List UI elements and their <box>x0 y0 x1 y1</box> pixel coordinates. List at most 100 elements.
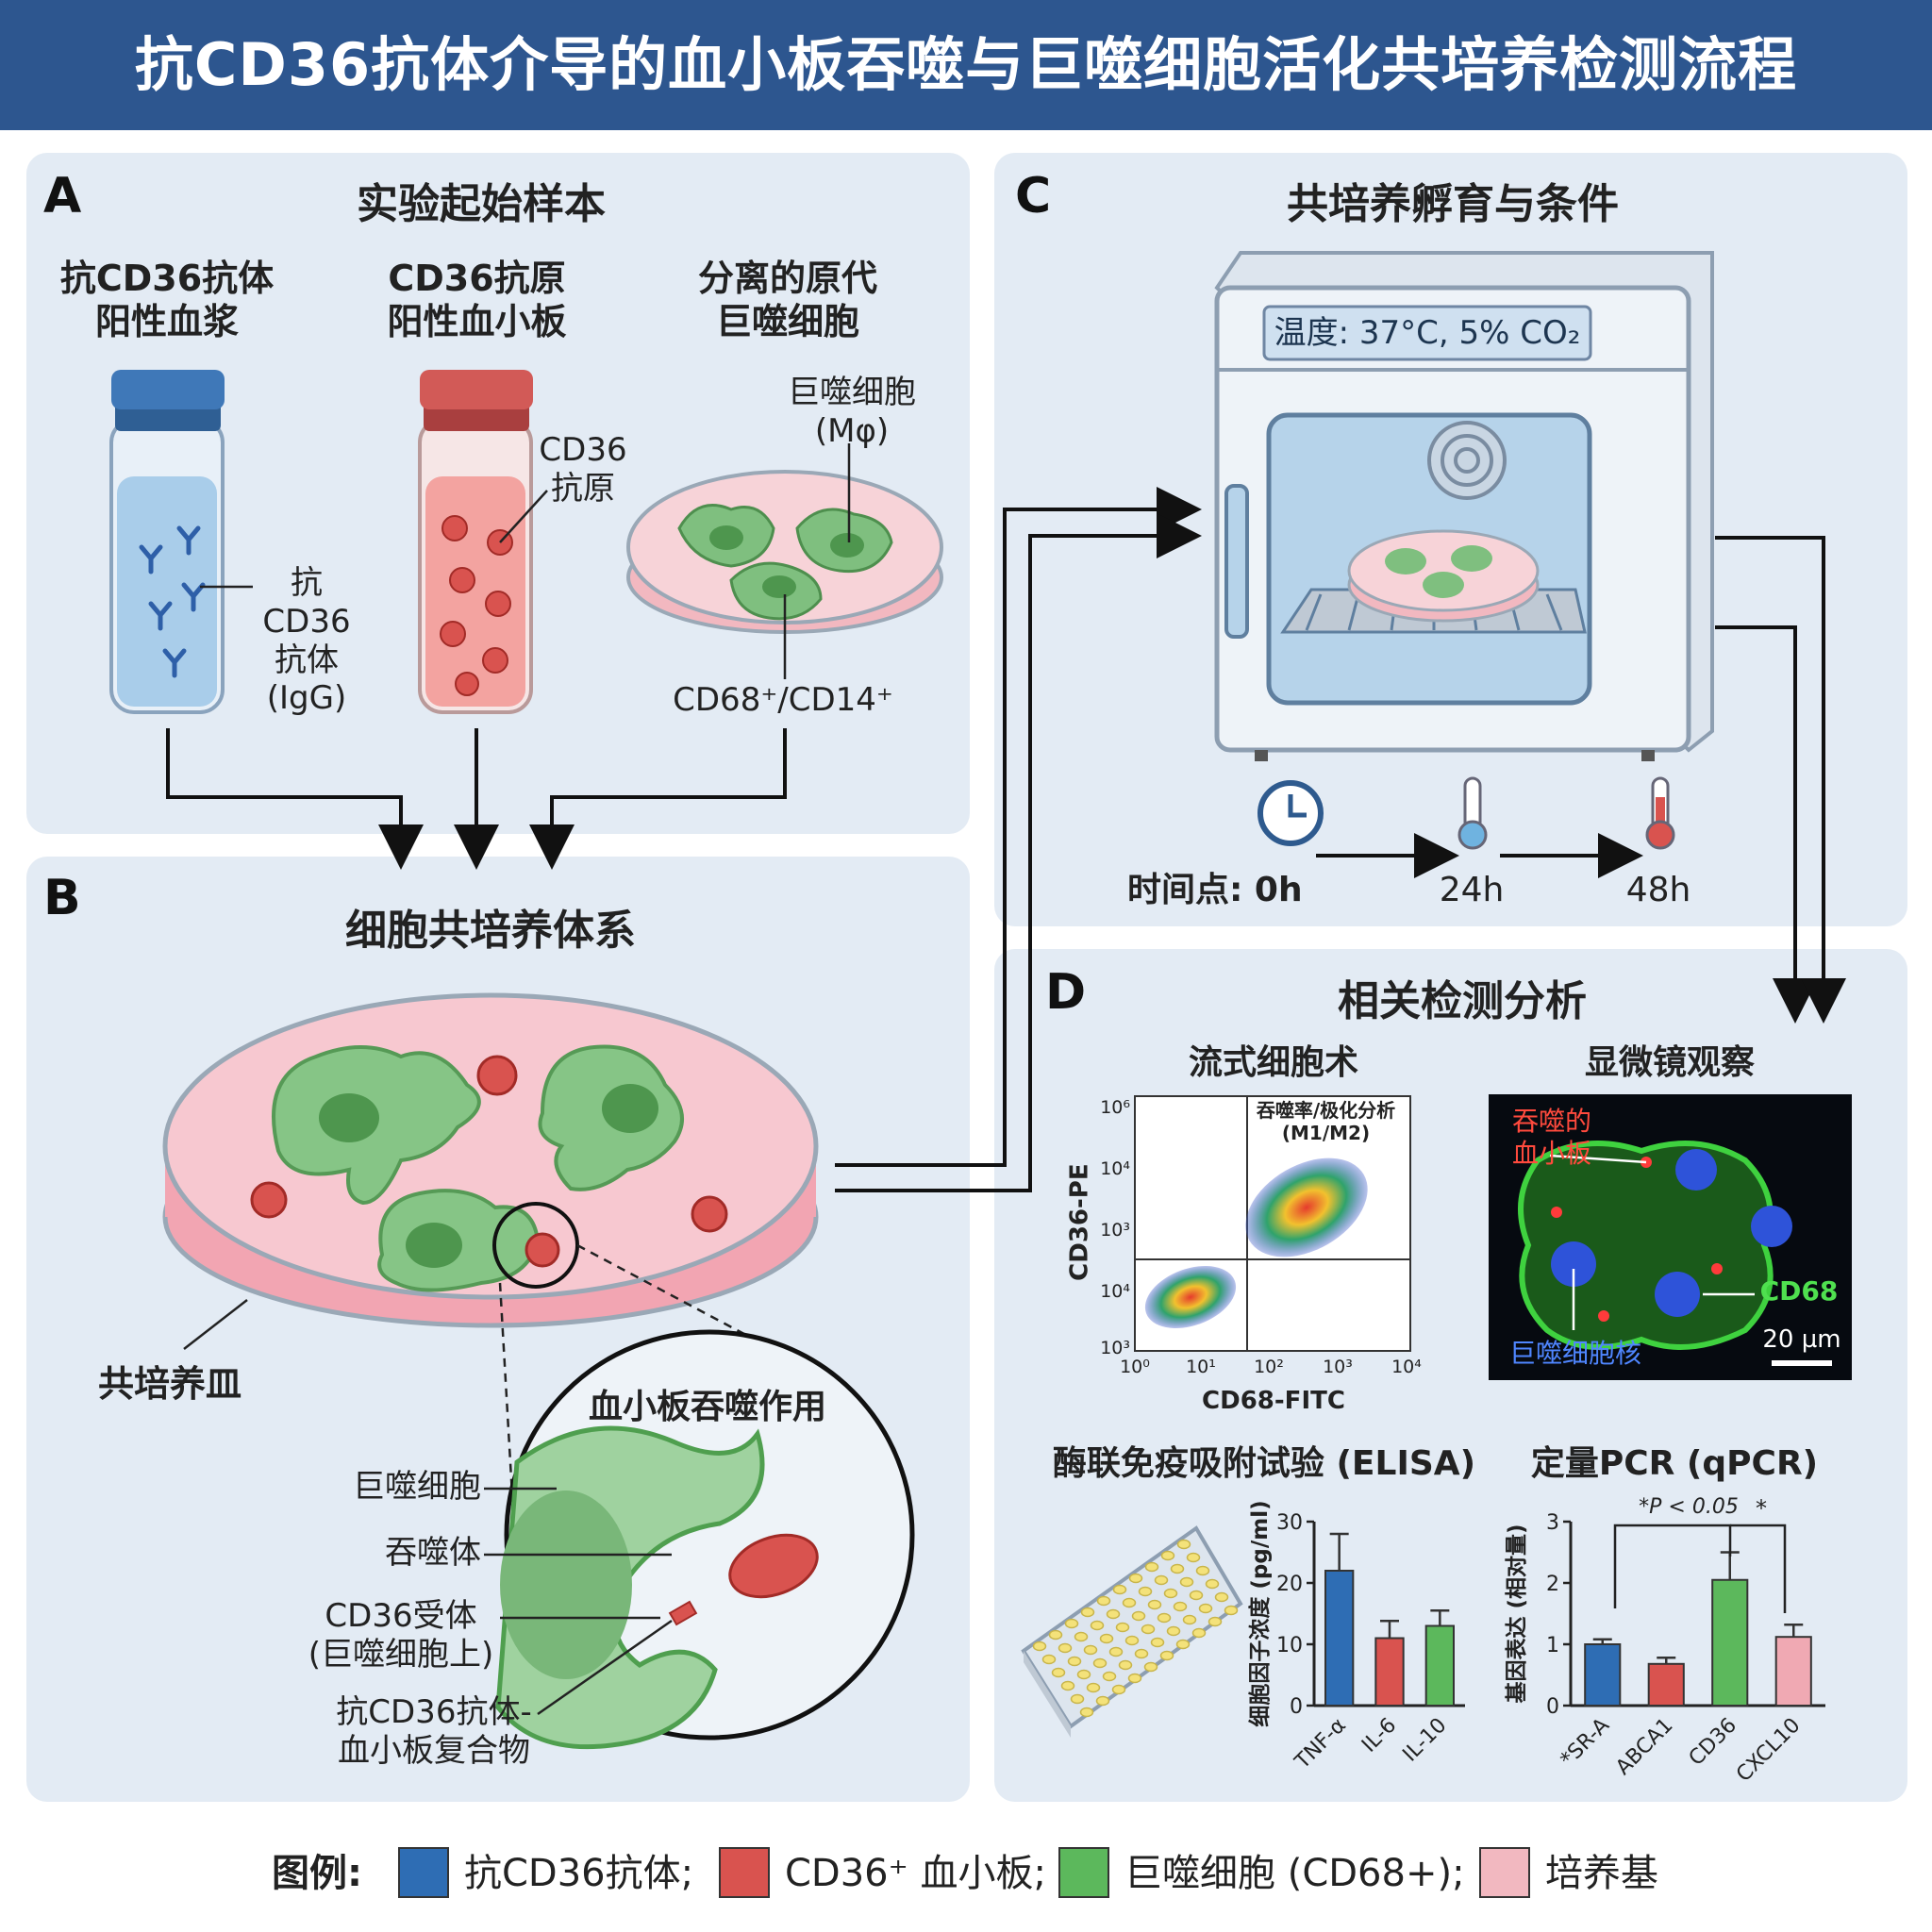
flow-ytick: 10⁶ <box>1100 1097 1130 1118</box>
antibody-anno2: 抗体 <box>275 641 339 679</box>
flow-xlabel: CD68-FITC <box>1202 1387 1345 1415</box>
panel-c-title: 共培养孵育与条件 <box>1287 180 1619 228</box>
zoom-label-phagosome: 吞噬体 <box>385 1534 481 1572</box>
flow-plot <box>1134 1095 1411 1352</box>
thermometer-high-icon <box>1645 776 1675 850</box>
category-label: ABCA1 <box>1611 1714 1677 1780</box>
elisa-well <box>1032 1641 1047 1652</box>
zoom-label-lines <box>484 1487 673 1716</box>
timepoint-24h: 24h <box>1439 871 1505 909</box>
elisa-well <box>1163 1588 1178 1599</box>
sample2-line2: 阳性血小板 <box>387 300 567 342</box>
antigen-anno1: CD36 <box>539 431 627 469</box>
flow-xtick: 10² <box>1254 1357 1284 1377</box>
elisa-well <box>1157 1612 1172 1624</box>
zoom-label-complex-2: 血小板复合物 <box>338 1731 530 1770</box>
antibody-icons <box>139 525 206 678</box>
elisa-well <box>1150 1637 1165 1648</box>
elisa-well <box>1189 1590 1204 1601</box>
incubator-display: 温度: 37°C, 5% CO₂ <box>1274 314 1581 352</box>
bar <box>1324 1570 1355 1707</box>
flow-gate-label-2: (M1/M2) <box>1281 1122 1371 1144</box>
legend: 图例: 抗CD36抗体; CD36⁺ 血小板; 巨噬细胞 (CD68+); 培养… <box>0 1830 1932 1915</box>
sample3-line2: 巨噬细胞 <box>715 300 859 342</box>
bar <box>1584 1643 1622 1707</box>
sample2-line1: CD36抗原 <box>388 258 566 299</box>
dish-label: 共培养皿 <box>97 1363 242 1405</box>
elisa-well <box>1122 1597 1137 1608</box>
elisa-well <box>1195 1565 1210 1576</box>
y-axis-label: 基因表达 (相对量) <box>1505 1524 1529 1703</box>
micro-cd68-label: CD68 <box>1759 1275 1839 1307</box>
y-tick-label: 0 <box>1290 1695 1303 1719</box>
flow-arrows-a-to-b <box>166 728 787 870</box>
antigen-anno2: 抗原 <box>551 469 615 508</box>
elisa-well <box>1115 1622 1130 1633</box>
bar <box>1424 1624 1455 1707</box>
legend-swatch-platelet <box>719 1847 770 1898</box>
elisa-well <box>1154 1574 1169 1586</box>
elisa-well <box>1083 1644 1098 1656</box>
elisa-well <box>1092 1657 1108 1669</box>
incubator <box>1214 251 1714 761</box>
elisa-well <box>1095 1695 1110 1707</box>
flow-ytick: 10³ <box>1100 1338 1130 1358</box>
zoom-label-complex: 抗CD36抗体- 血小板复合物 <box>316 1693 552 1771</box>
antibody-anno3: (IgG) <box>266 679 347 718</box>
panel-d-letter: D <box>1045 964 1087 1021</box>
panel-a-letter: A <box>43 168 82 225</box>
elisa-well <box>1111 1684 1126 1695</box>
vial-antibody-plasma <box>109 370 225 714</box>
sample3-label: 分离的原代 巨噬细胞 <box>660 258 915 343</box>
elisa-well <box>1160 1550 1175 1561</box>
flow-xtick: 10⁰ <box>1120 1357 1150 1377</box>
petri-dish-macrophages <box>626 470 943 634</box>
qpcr-sig2-label: * <box>1756 1495 1767 1522</box>
clock-icon <box>1257 780 1324 846</box>
elisa-well <box>1170 1563 1185 1574</box>
elisa-well <box>1191 1627 1207 1639</box>
macrophage-annotation: 巨噬细胞 (Mφ) <box>772 374 932 451</box>
elisa-well <box>1106 1608 1121 1620</box>
elisa-well <box>1118 1659 1133 1671</box>
elisa-well <box>1086 1682 1101 1693</box>
zoom-label-macrophage: 巨噬细胞 <box>353 1468 481 1506</box>
elisa-well <box>1112 1584 1127 1595</box>
timepoint-0h: 时间点: 0h <box>1127 871 1303 909</box>
elisa-well <box>1064 1618 1079 1629</box>
legend-label-platelet: CD36⁺ 血小板; <box>785 1852 1046 1895</box>
elisa-well <box>1127 1673 1142 1684</box>
flow-gate-label-1: 吞噬率/极化分析 <box>1256 1099 1396 1122</box>
elisa-well <box>1074 1631 1089 1642</box>
flow-ytick: 10³ <box>1100 1220 1130 1241</box>
flow-ytick: 10⁴ <box>1100 1158 1130 1179</box>
flow-xtick: 10³ <box>1323 1357 1353 1377</box>
flow-arrows-b-to-c <box>835 487 1202 1192</box>
elisa-well <box>1224 1605 1239 1616</box>
sample2-label: CD36抗原 阳性血小板 <box>357 258 597 343</box>
elisa-well <box>1070 1693 1085 1705</box>
platelet-icons <box>440 515 513 696</box>
marker-label: CD68⁺/CD14⁺ <box>673 681 893 719</box>
micro-nucleus-label: 巨噬细胞核 <box>1508 1338 1641 1369</box>
elisa-well <box>1128 1573 1143 1584</box>
bar <box>1711 1578 1749 1707</box>
zoom-label-receptor-1: CD36受体 <box>325 1597 477 1635</box>
elisa-well <box>1051 1667 1066 1678</box>
vial-platelets <box>418 370 533 714</box>
bar <box>1374 1637 1405 1707</box>
elisa-well <box>1144 1561 1159 1573</box>
category-label: IL-6 <box>1357 1714 1401 1757</box>
category-label: IL-10 <box>1399 1714 1452 1767</box>
y-tick-label: 30 <box>1276 1511 1303 1535</box>
elisa-well <box>1186 1552 1201 1563</box>
elisa-well <box>1099 1633 1114 1644</box>
category-label: TNF-α <box>1291 1714 1351 1774</box>
elisa-well <box>1214 1591 1229 1603</box>
elisa-well <box>1076 1669 1091 1680</box>
legend-title: 图例: <box>272 1852 362 1895</box>
elisa-well <box>1090 1620 1105 1631</box>
legend-label-macrophage: 巨噬细胞 (CD68+); <box>1124 1852 1465 1895</box>
zoom-label-complex-1: 抗CD36抗体- <box>336 1693 532 1731</box>
zoom-title: 血小板吞噬作用 <box>588 1388 826 1426</box>
